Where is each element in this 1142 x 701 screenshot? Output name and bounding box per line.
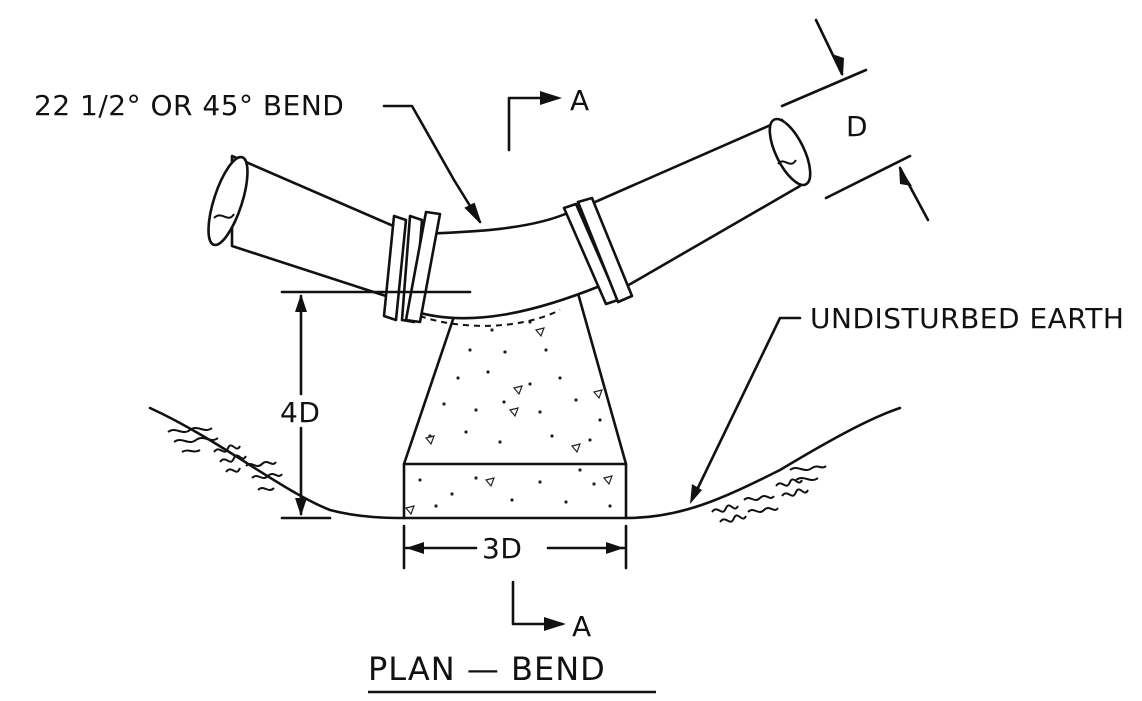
height-dimension: 4D xyxy=(280,290,472,520)
title-text: PLAN — BEND xyxy=(368,650,606,688)
section-label-top: A xyxy=(570,84,590,117)
bend-label: 22 1/2° OR 45° BEND xyxy=(34,89,344,122)
drawing-title: PLAN — BEND xyxy=(368,650,656,694)
earth-callout: UNDISTURBED EARTH xyxy=(690,302,1124,504)
bend-callout: 22 1/2° OR 45° BEND xyxy=(34,89,482,224)
section-marker-bottom: A xyxy=(511,580,592,643)
width-dimension: 3D xyxy=(402,524,628,570)
height-label: 4D xyxy=(280,396,320,429)
earth-label: UNDISTURBED EARTH xyxy=(810,302,1124,335)
diameter-label: D xyxy=(846,110,868,143)
earth-hatch-right-icon xyxy=(711,465,827,523)
diameter-dimension: D xyxy=(780,18,930,222)
section-marker-top: A xyxy=(507,84,590,152)
ground-lines xyxy=(148,406,902,520)
earth-hatch-left-icon xyxy=(167,427,283,491)
section-label-bottom: A xyxy=(572,610,592,643)
width-label: 3D xyxy=(482,532,522,565)
